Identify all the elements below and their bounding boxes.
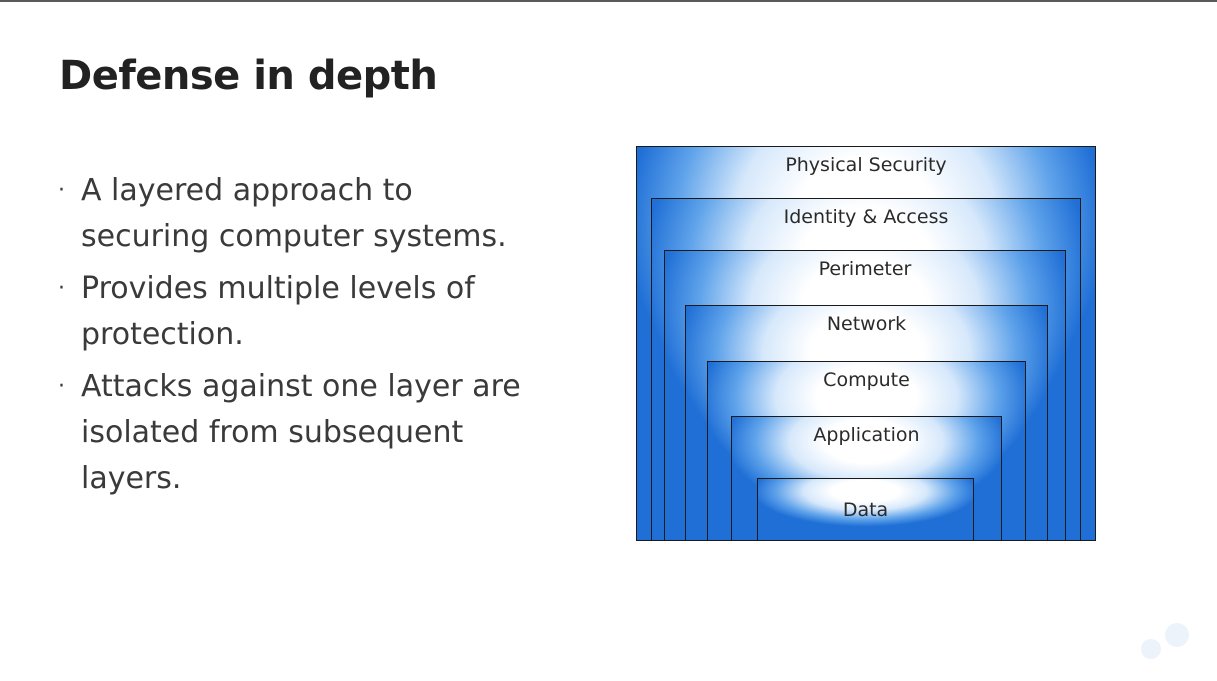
bullet-list: · A layered approach to securing compute… xyxy=(56,168,556,508)
top-rule xyxy=(0,0,1217,2)
bullet-text: Attacks against one layer are isolated f… xyxy=(81,369,521,496)
layer-label: Data xyxy=(842,499,889,521)
layer-label: Network xyxy=(826,313,907,335)
layer-data: Data xyxy=(757,478,974,540)
bullet-item: · A layered approach to securing compute… xyxy=(56,168,521,260)
bullet-item: · Attacks against one layer are isolated… xyxy=(56,364,541,502)
bullet-dot-icon: · xyxy=(58,178,65,203)
watermark-icon xyxy=(1141,623,1189,659)
layer-label: Identity & Access xyxy=(783,206,949,228)
layer-label: Perimeter xyxy=(818,258,912,280)
layer-label: Physical Security xyxy=(785,154,947,176)
bullet-text: A layered approach to securing computer … xyxy=(81,173,507,254)
layer-label: Compute xyxy=(823,369,910,391)
layer-label: Application xyxy=(813,424,920,446)
bullet-item: · Provides multiple levels of protection… xyxy=(56,266,501,358)
bullet-dot-icon: · xyxy=(58,276,65,301)
slide-title: Defense in depth xyxy=(59,53,438,99)
bullet-text: Provides multiple levels of protection. xyxy=(81,271,475,352)
bullet-dot-icon: · xyxy=(58,374,65,399)
